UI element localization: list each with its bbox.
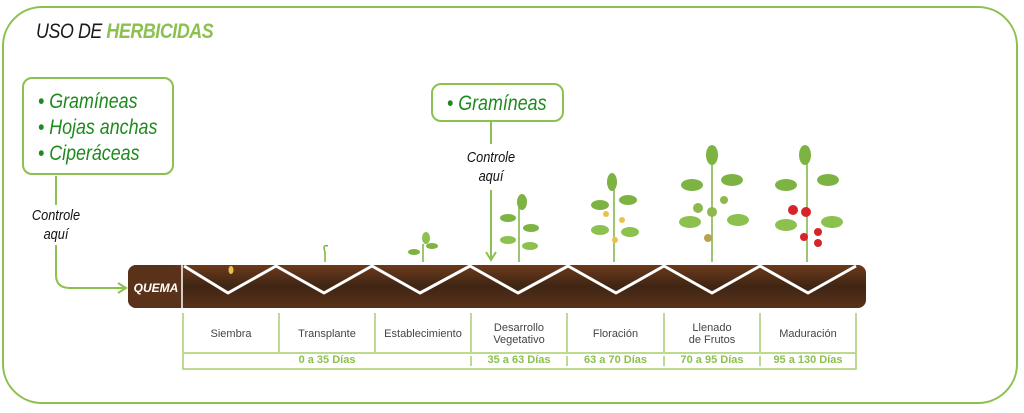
flowering-plant-icon [591, 173, 639, 262]
arrow-head-2 [485, 251, 497, 262]
days-range-70-95: 70 a 95 Días [680, 354, 744, 366]
title-highlight: HERBICIDAS [106, 20, 214, 43]
weed-type-grasses-2: • Gramíneas [447, 92, 547, 115]
green-fruit-plant-icon [679, 145, 749, 262]
stage-siembra: Siembra [210, 328, 252, 340]
days-range-35-63: 35 a 63 Días [487, 354, 551, 366]
days-range-95-130: 95 a 130 Días [773, 354, 843, 366]
seed-icon [228, 266, 234, 274]
callout-box-broad-spectrum: • Gramíneas • Hojas anchas • Ciperáceas [22, 77, 174, 175]
stage-establecimiento: Establecimiento [384, 328, 462, 340]
ripe-tomato-plant-icon [775, 145, 843, 262]
stage-floracion: Floración [592, 328, 639, 340]
quema-label: QUEMA [133, 281, 179, 295]
seedling-icon [408, 232, 438, 262]
weed-type-sedges: • Ciperáceas [38, 142, 140, 165]
connector-line-1 [55, 176, 124, 289]
title-prefix: USO DE [36, 20, 107, 43]
weed-type-broadleaf: • Hojas anchas [38, 116, 158, 139]
days-range-0-35: 0 a 35 Días [298, 354, 356, 366]
weed-type-grasses: • Gramíneas [38, 90, 138, 113]
stage-maduracion: Maduración [779, 328, 837, 340]
quema-block [128, 265, 182, 308]
callout-box-grasses: • Gramíneas [431, 83, 564, 122]
stage-transplante: Transplante [298, 328, 356, 340]
diagram-frame [2, 6, 1018, 404]
arrow-head-1 [117, 282, 128, 294]
sprout-icon [323, 244, 329, 262]
days-box [182, 352, 857, 370]
young-plant-icon [500, 194, 539, 262]
furrow-zigzag [183, 264, 857, 295]
days-range-63-70: 63 a 70 Días [584, 354, 647, 366]
page-title: USO DE HERBICIDAS [36, 20, 214, 44]
stage-dividers [182, 313, 857, 352]
